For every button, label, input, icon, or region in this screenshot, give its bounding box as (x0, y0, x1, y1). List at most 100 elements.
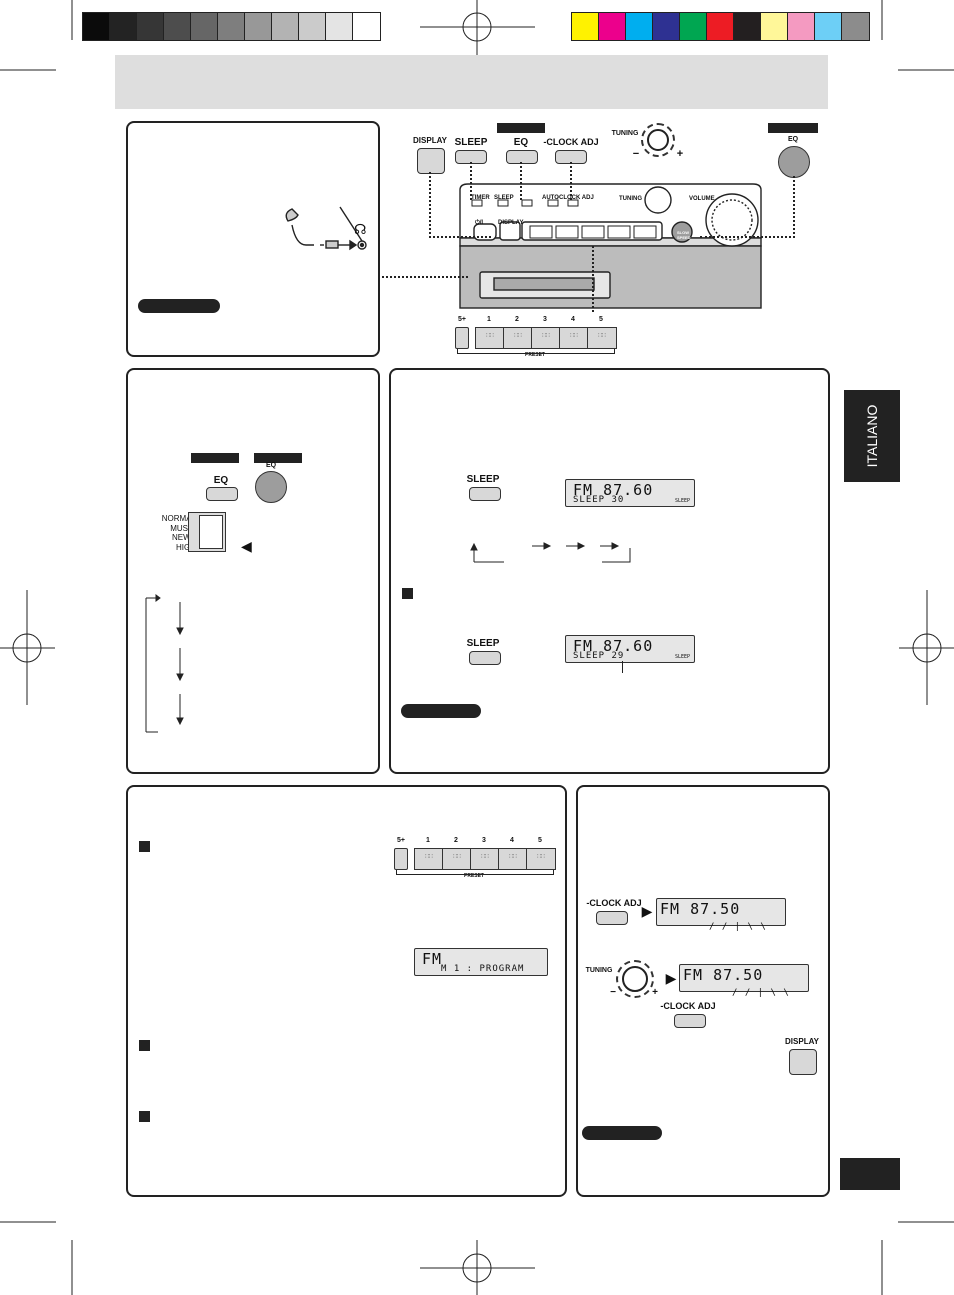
sleep-button-label: SLEEP (466, 474, 500, 485)
tuning-minus: − (610, 987, 616, 998)
preset-key[interactable] (531, 327, 561, 349)
eq-button[interactable] (206, 487, 238, 501)
sleep-timer-panel: SLEEP FM 87.60 SLEEP 30 SLEEP SLEEP FM 8… (389, 368, 830, 774)
preset-key-label: 5 (538, 837, 542, 844)
calibration-swatch (271, 12, 300, 41)
preset-key-label: 1 (487, 316, 491, 323)
tuning-knob[interactable] (641, 123, 675, 157)
display-button[interactable] (417, 148, 445, 174)
eq-mode-label: MUSIC (170, 523, 196, 533)
tuning-minus: − (632, 148, 640, 160)
sleep-connector (470, 162, 472, 200)
step-marker-2 (139, 1040, 150, 1051)
display-button[interactable] (789, 1049, 817, 1075)
calibration-swatch (298, 12, 327, 41)
pointer-line (622, 661, 623, 673)
calibration-swatch (679, 12, 708, 41)
sleep-button-2[interactable] (469, 651, 501, 665)
preset-key[interactable] (470, 848, 500, 870)
clock-adj-label: -CLOCK ADJ (586, 898, 642, 908)
preset-key[interactable] (587, 327, 617, 349)
display-frequency-2: FM 87.50 (683, 966, 764, 984)
unit-timer-label: TIMER (471, 195, 490, 201)
preset-key-label: 1 (426, 837, 430, 844)
calibration-swatch (82, 12, 111, 41)
clock-display-1: FM 87.50 / / | \ \ (656, 898, 786, 932)
preset-bracket (396, 870, 554, 875)
headphone-connector (378, 276, 468, 278)
preset-plus-key[interactable] (394, 848, 408, 870)
tuning-label: TUNING (585, 967, 613, 974)
calibration-swatch (244, 12, 273, 41)
step-marker (402, 588, 413, 599)
calibration-swatch (625, 12, 654, 41)
eq-button[interactable] (506, 150, 538, 164)
unit-auto-label: AUTO (542, 195, 559, 201)
clock-adj-button[interactable] (596, 911, 628, 925)
preset-plus-key[interactable] (455, 327, 469, 349)
blink-marks-2: / / | \ \ (732, 988, 790, 998)
preset-key[interactable] (414, 848, 444, 870)
preset-key-label: 2 (515, 316, 519, 323)
preset-key[interactable] (498, 848, 528, 870)
calibration-swatch (352, 12, 381, 41)
language-side-tab: ITALIANO (844, 390, 900, 482)
eq-connector (520, 162, 522, 200)
eq-round-connector (700, 176, 795, 238)
label-bar-unit (497, 123, 545, 133)
eq-round-button[interactable] (255, 471, 287, 503)
calibration-swatch (652, 12, 681, 41)
headphone-jack-icon: ☊ (354, 221, 367, 237)
tuning-knob[interactable] (616, 960, 654, 998)
preset-key-label: 4 (571, 316, 575, 323)
display-sleep-tag-2: SLEEP (674, 654, 690, 660)
eq-mode-indicator-panel (188, 512, 226, 552)
display-frequency: FM 87.60 (573, 481, 654, 499)
display-band: FM (422, 950, 443, 968)
sleep-button[interactable] (469, 487, 501, 501)
display-button-label: DISPLAY (413, 136, 447, 145)
clock-adj-button-2[interactable] (674, 1014, 706, 1028)
note-label-bar (401, 704, 481, 718)
label-bar-remote (768, 123, 818, 133)
display-sleep-tag: SLEEP (674, 498, 690, 504)
calibration-swatch (217, 12, 246, 41)
unit-display-label: DISPLAY (498, 220, 524, 226)
preset-key[interactable] (559, 327, 589, 349)
preset-key-label: 5+ (458, 316, 466, 323)
preset-key-label: 5+ (397, 837, 405, 844)
preset-key[interactable] (475, 327, 505, 349)
eq-round-button[interactable] (778, 146, 810, 178)
display-frequency: FM 87.50 (660, 900, 741, 918)
unit-clock-adj-label: -CLOCK ADJ (557, 195, 594, 201)
preset-key[interactable] (442, 848, 472, 870)
calibration-swatch (190, 12, 219, 41)
unit-power-label: ⏻/I (475, 220, 484, 226)
tuning-plus: + (652, 987, 658, 998)
tuning-label: TUNING (611, 130, 639, 137)
calibration-swatch (598, 12, 627, 41)
calibration-swatch (706, 12, 735, 41)
sleep-cycle-diagram (470, 542, 631, 563)
preset-key-label: 2 (454, 837, 458, 844)
clock-connector (570, 162, 572, 200)
eq-unit-bar (191, 453, 239, 463)
eq-mode-label: NEWS (172, 533, 196, 542)
unit-slow-speed-label: SLOW SPEED (677, 230, 691, 240)
preset-key[interactable] (526, 848, 556, 870)
preset-key-label: 3 (482, 837, 486, 844)
calibration-swatch (163, 12, 192, 41)
calibration-swatch (571, 12, 600, 41)
preset-key[interactable] (503, 327, 533, 349)
preset-key-label: 5 (599, 316, 603, 323)
arrow-1: ▶ (641, 903, 653, 919)
unit-controls-area: DISPLAY SLEEP EQ -CLOCK ADJ TUNING − + E… (395, 118, 825, 363)
display-program-line: M 1 : PROGRAM (441, 964, 525, 974)
language-label: ITALIANO (864, 404, 880, 468)
preset-bracket (457, 349, 615, 354)
sleep-button-label: SLEEP (454, 137, 488, 148)
clock-display-2: FM 87.50 / / | \ \ (679, 964, 809, 998)
preset-caption: PRESET (524, 352, 545, 358)
